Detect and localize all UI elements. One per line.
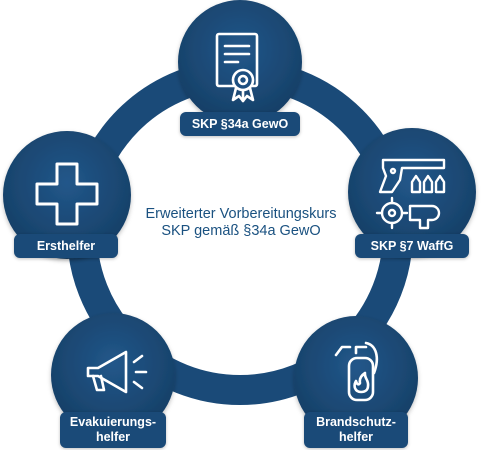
node-label-skp7-text: SKP §7 WaffG (370, 238, 454, 253)
fire-extinguisher-icon (334, 341, 379, 402)
node-label-evakuierung: Evakuierungs- helfer (60, 412, 166, 448)
node-label-ersthelfer-text: Ersthelfer (36, 238, 96, 253)
node-bubble-evakuierung (51, 313, 175, 437)
center-title-line1: Erweiterter Vorbereitungskurs (145, 206, 337, 222)
node-label-skp7: SKP §7 WaffG (355, 234, 469, 258)
node-label-brandschutz-line1: Brandschutz- (316, 415, 396, 429)
node-label-skp34a-text: SKP §34a GewO (191, 116, 289, 131)
center-title-line2: SKP gemäß §34a GewO (161, 223, 321, 239)
node-bubble-skp34a (178, 0, 302, 124)
first-aid-cross-icon (35, 162, 99, 226)
node-label-brandschutz-line2: helfer (338, 430, 374, 444)
node-label-evakuierung-line1: Evakuierungs- (69, 415, 157, 429)
weapon-target-icon (375, 158, 446, 230)
center-title: Erweiterter Vorbereitungskurs SKP gemäß … (110, 206, 372, 240)
node-bubble-ersthelfer (3, 131, 131, 259)
node-label-ersthelfer: Ersthelfer (14, 234, 118, 258)
node-bubble-brandschutz (294, 316, 418, 440)
node-label-skp34a: SKP §34a GewO (180, 112, 300, 136)
node-label-brandschutz: Brandschutz- helfer (304, 412, 408, 448)
megaphone-icon (86, 350, 148, 394)
certificate-icon (215, 32, 259, 103)
node-label-evakuierung-line2: helfer (95, 430, 131, 444)
